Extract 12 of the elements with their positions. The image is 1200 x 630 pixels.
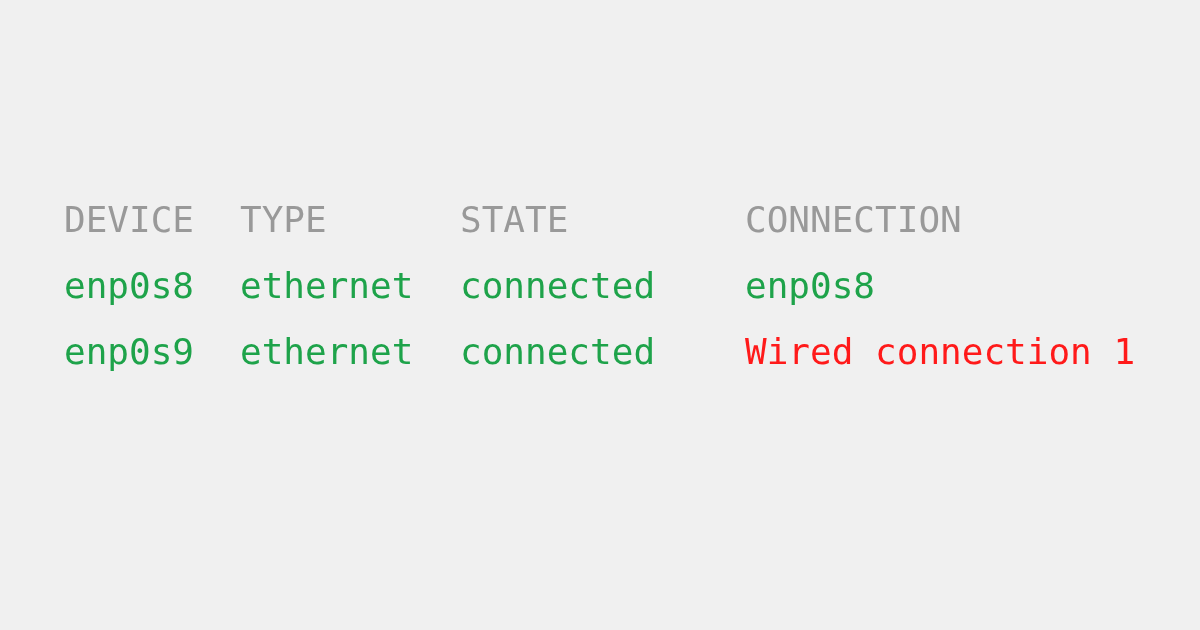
column-header: STATE (460, 198, 569, 242)
column-header: CONNECTION (745, 198, 962, 242)
connection-state: connected (460, 330, 656, 374)
device-name: enp0s8 (64, 264, 195, 308)
device-type: ethernet (240, 264, 414, 308)
device-type: ethernet (240, 330, 414, 374)
connection-name: enp0s8 (745, 264, 876, 308)
column-header: DEVICE (64, 198, 195, 242)
connection-state: connected (460, 264, 656, 308)
connection-name: Wired connection 1 (745, 330, 1136, 374)
device-name: enp0s9 (64, 330, 195, 374)
column-header: TYPE (240, 198, 327, 242)
